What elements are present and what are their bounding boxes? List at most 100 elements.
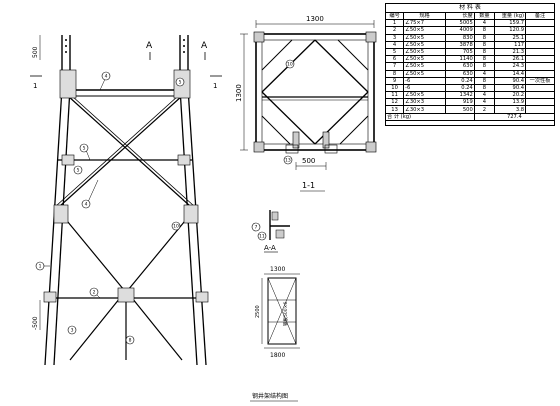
material-table-total: 合 计 (kg) 727.4 (385, 112, 556, 121)
section-mark-1-right: 1 (213, 82, 217, 90)
cell-spec: ∠50×5 (403, 33, 446, 42)
detail-a-a (251, 210, 290, 253)
cell-qty: 8 (473, 83, 496, 93)
plan-bottom-dim: 500 (302, 157, 315, 165)
cell-no: 12 (384, 98, 405, 107)
detail-tag-7: 7 (255, 225, 258, 231)
cell-length: 830 (444, 33, 475, 42)
base-dim-top: 1300 (270, 266, 285, 273)
cell-remark (525, 62, 555, 71)
cell-remark (525, 69, 555, 78)
cell-length: 3878 (444, 40, 475, 49)
cell-spec: ∠50×5 (403, 40, 446, 49)
base-dim-side: 2500 (255, 305, 261, 318)
cell-remark (525, 47, 555, 57)
base-dim-vertical-text: 钢板500×6 (282, 302, 289, 326)
section-mark-a-right: A (201, 41, 208, 51)
cell-no: 4 (384, 40, 405, 49)
cell-qty: 8 (473, 40, 496, 49)
plan-tag-13: 13 (285, 158, 291, 164)
cell-qty: 4 (473, 19, 496, 28)
cell-remark (525, 83, 555, 93)
cell-qty: 4 (473, 69, 496, 78)
cell-weight: 120.9 (494, 26, 527, 35)
callout-7: 2 (93, 290, 96, 296)
cell-remark: 一次性板 (525, 76, 555, 85)
cell-spec: -6 (403, 76, 446, 85)
total-value: 727.4 (473, 112, 556, 121)
cell-qty: 8 (473, 76, 496, 85)
cell-remark (525, 33, 555, 42)
drawing-title: 钢井架结构图 (252, 392, 288, 400)
header-remark: 备注 (525, 11, 555, 21)
header-qty: 数量 (473, 11, 496, 21)
cell-weight: 26.1 (494, 55, 527, 64)
cell-spec: ∠30×3 (403, 105, 446, 114)
elevation-dim-top: 500 (32, 46, 39, 58)
cell-remark (525, 91, 555, 100)
callout-6: 1 (39, 264, 42, 270)
cell-qty: 8 (473, 62, 496, 71)
cell-length: 919 (444, 98, 475, 107)
plan-height-dim: 1300 (235, 84, 243, 102)
cell-no: 8 (384, 69, 405, 78)
cell-spec: ∠30×3 (403, 98, 446, 107)
cell-remark (525, 40, 555, 49)
total-label: 合 计 (kg) (385, 112, 475, 121)
material-table-title: 材 料 表 (385, 3, 555, 12)
section-mark-1-left: 1 (33, 82, 37, 90)
material-table-blank-row (385, 119, 555, 126)
cell-weight: 21.3 (494, 47, 527, 57)
cell-weight: 25.1 (494, 33, 527, 42)
plan-view (240, 20, 377, 192)
cell-no: 1 (384, 19, 405, 28)
plan-title: 1-1 (302, 181, 315, 190)
cell-qty: 8 (473, 47, 496, 57)
elevation-dim-bottom: -500 (32, 316, 39, 330)
cell-spec: ∠50×5 (403, 47, 446, 57)
callout-1: 4 (105, 74, 108, 80)
cell-spec: ∠75×7 (403, 19, 446, 28)
cell-qty: 8 (473, 55, 496, 64)
cell-weight: 20.2 (494, 91, 527, 100)
cell-length: 0.24 (444, 76, 475, 85)
cell-no: 10 (384, 83, 405, 93)
cell-weight: 159.7 (494, 19, 527, 28)
material-table-header: 编号 规格 长度 数量 重量 (kg) 备注 (384, 11, 555, 21)
cell-spec: -6 (403, 83, 446, 93)
cell-length: 4009 (444, 26, 475, 35)
tower-elevation (30, 35, 222, 366)
plan-tag-10: 10 (287, 62, 293, 68)
cell-remark (525, 55, 555, 64)
section-mark-a-left: A (146, 41, 153, 51)
cell-no: 11 (384, 91, 405, 100)
cell-no: 3 (384, 33, 405, 42)
plan-width-dim: 1300 (306, 15, 324, 23)
cell-no: 2 (384, 26, 405, 35)
cell-spec: ∠50×5 (403, 62, 446, 71)
callout-2: 5 (83, 146, 86, 152)
callout-5: 10 (173, 224, 179, 230)
cell-spec: ∠50×5 (403, 91, 446, 100)
cell-weight: 117 (494, 40, 527, 49)
base-dim-bottom: 1800 (270, 352, 285, 359)
cell-no: 13 (384, 105, 405, 114)
detail-a-a-title: A-A (264, 244, 276, 252)
cell-qty: 8 (473, 26, 496, 35)
header-no: 编号 (384, 11, 405, 21)
cell-weight: 13.9 (494, 98, 527, 107)
cell-qty: 2 (473, 105, 496, 114)
cell-qty: 4 (473, 98, 496, 107)
header-weight: 重量 (kg) (494, 11, 527, 21)
cell-remark (525, 105, 555, 114)
